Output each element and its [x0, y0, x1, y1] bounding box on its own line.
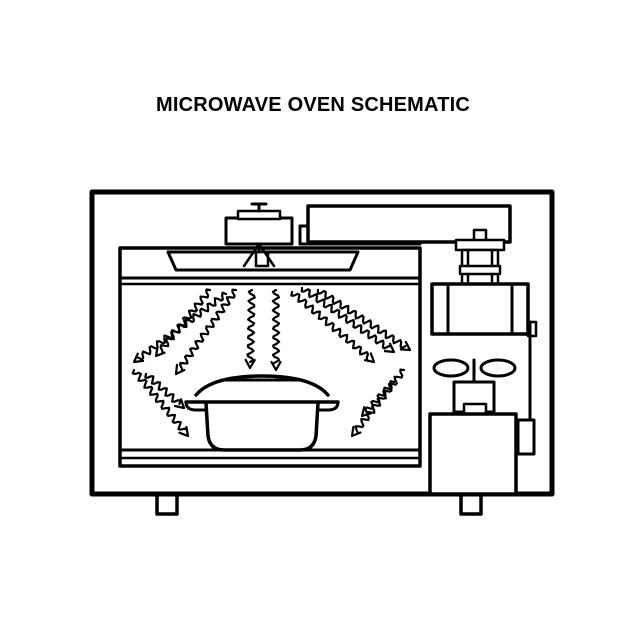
wave-arrowhead-icon: [399, 340, 412, 352]
microwave-wave-icon: [290, 290, 369, 362]
wave-arrowhead-icon: [178, 425, 190, 438]
transformer-box: [428, 320, 536, 496]
right-foot: [459, 492, 483, 516]
microwave-wave-icon: [159, 288, 212, 355]
left-foot: [155, 492, 179, 516]
stirrer-motor: [224, 202, 294, 268]
oven-cabinet: [89, 189, 555, 497]
microwave-wave-icon: [246, 288, 256, 364]
microwave-wave-icon: [300, 286, 392, 350]
cooking-cavity: [118, 246, 422, 468]
wave-arrowhead-icon: [173, 398, 186, 410]
magnetron-antenna: [454, 228, 506, 286]
wave-arrowhead-icon: [360, 406, 372, 418]
cooling-fan-icon: [432, 358, 517, 416]
wave-arrowhead-icon: [132, 352, 145, 364]
cooking-pot-icon: [184, 374, 340, 452]
microwave-waves: [131, 286, 412, 438]
microwave-wave-icon: [178, 288, 238, 372]
microwave-wave-icon: [131, 368, 188, 431]
wave-arrowhead-icon: [363, 352, 376, 364]
magnetron-icon: [430, 282, 538, 338]
microwave-wave-icon: [364, 380, 396, 413]
microwave-wave-icon: [316, 288, 407, 350]
page-title: MICROWAVE OVEN SCHEMATIC: [155, 94, 471, 116]
microwave-wave-icon: [144, 372, 182, 406]
microwave-wave-icon: [271, 288, 281, 366]
wave-arrowhead-icon: [350, 425, 362, 438]
wave-arrowhead-icon: [174, 363, 186, 376]
stirrer-fan-icon: [166, 250, 360, 272]
wave-arrowhead-icon: [270, 360, 282, 372]
wave-arrowhead-icon: [244, 358, 256, 370]
wave-arrowhead-icon: [383, 342, 396, 354]
wave-arrowhead-icon: [154, 345, 166, 358]
